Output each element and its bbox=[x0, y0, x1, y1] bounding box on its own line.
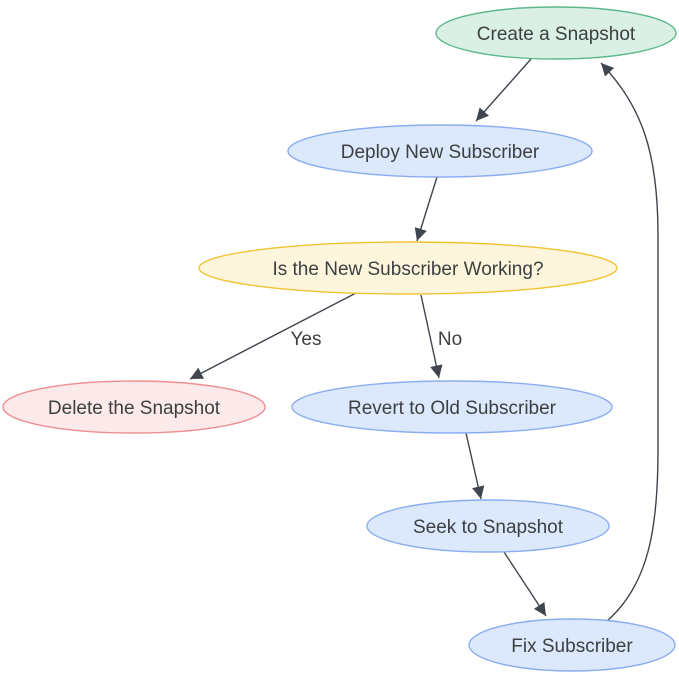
edge-label-no: No bbox=[438, 329, 462, 350]
node-seek-to-snapshot-shape bbox=[366, 499, 610, 553]
edge-label-yes: Yes bbox=[291, 329, 322, 350]
node-deploy-new-subscriber-shape bbox=[287, 124, 593, 178]
node-create-snapshot-shape bbox=[435, 6, 677, 60]
edge-create-to-deploy bbox=[475, 58, 532, 122]
node-delete-the-snapshot-shape bbox=[2, 380, 266, 434]
node-create-snapshot: Create a Snapshot bbox=[435, 6, 677, 60]
edge-deploy-to-working bbox=[414, 176, 438, 242]
node-deploy-new-subscriber-label: Deploy New Subscriber bbox=[341, 142, 540, 163]
node-delete-the-snapshot: Delete the Snapshot bbox=[2, 380, 266, 434]
edge-revert-to-seek bbox=[465, 432, 485, 500]
edge-seek-to-fix bbox=[503, 551, 547, 617]
node-seek-to-snapshot-label: Seek to Snapshot bbox=[413, 517, 564, 538]
node-deploy-new-subscriber: Deploy New Subscriber bbox=[287, 124, 593, 178]
edge-working-to-revert bbox=[420, 294, 443, 379]
node-create-snapshot-label: Create a Snapshot bbox=[477, 24, 636, 45]
node-revert-to-old-subscriber-shape bbox=[291, 380, 613, 434]
node-delete-the-snapshot-label: Delete the Snapshot bbox=[48, 398, 221, 419]
node-fix-subscriber-label: Fix Subscriber bbox=[511, 636, 633, 657]
node-is-new-subscriber-working-label: Is the New Subscriber Working? bbox=[272, 259, 543, 280]
node-fix-subscriber: Fix Subscriber bbox=[468, 618, 676, 672]
node-is-new-subscriber-working-shape bbox=[198, 241, 618, 295]
node-revert-to-old-subscriber: Revert to Old Subscriber bbox=[291, 380, 613, 434]
edge-working-to-delete bbox=[189, 292, 357, 380]
node-revert-to-old-subscriber-label: Revert to Old Subscriber bbox=[348, 398, 557, 419]
node-is-new-subscriber-working: Is the New Subscriber Working? bbox=[198, 241, 618, 295]
node-seek-to-snapshot: Seek to Snapshot bbox=[366, 499, 610, 553]
node-fix-subscriber-shape bbox=[468, 618, 676, 672]
edge-fix-to-create bbox=[600, 62, 659, 622]
